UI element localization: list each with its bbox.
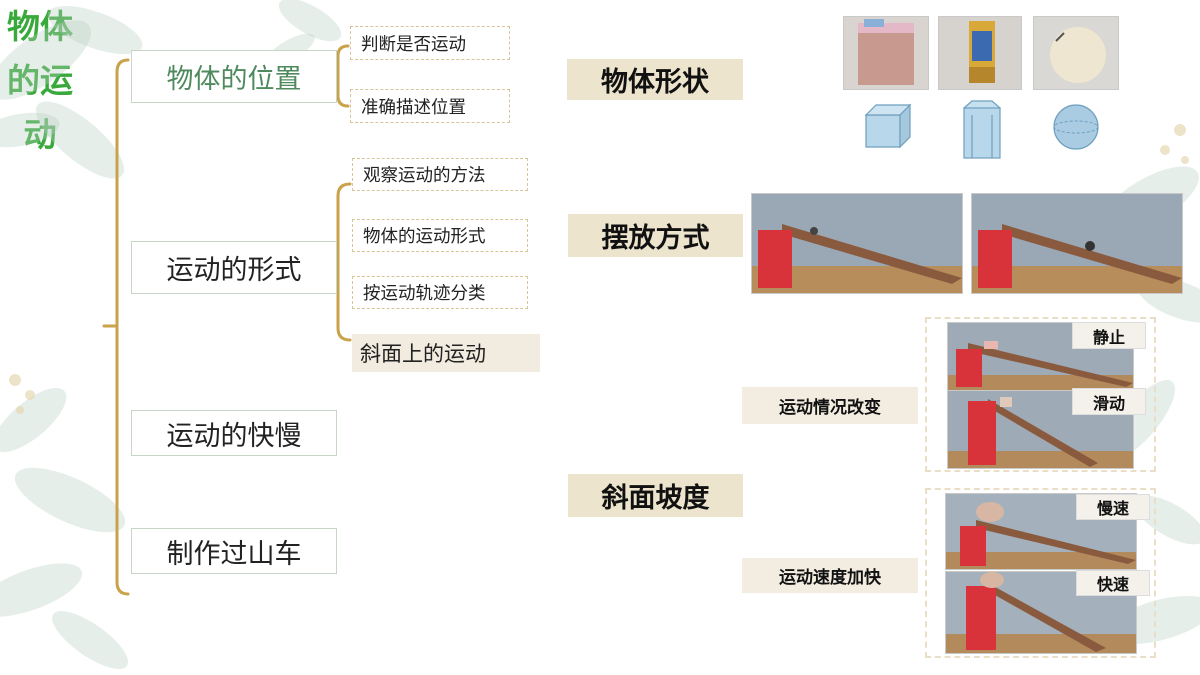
cube-icon <box>862 101 914 151</box>
photo-placement-rolling <box>971 193 1183 294</box>
hexagonal-prism-icon <box>960 98 1004 162</box>
tag-still: 静止 <box>1072 322 1146 349</box>
photo-box-object <box>843 16 929 90</box>
photo-placement-upright <box>751 193 963 294</box>
leaf-observe-method: 观察运动的方法 <box>352 158 528 191</box>
tag-fast: 快速 <box>1076 570 1150 596</box>
label-speed-up: 运动速度加快 <box>742 558 918 593</box>
tag-slide: 滑动 <box>1072 388 1146 415</box>
leaf-incline-motion: 斜面上的运动 <box>352 334 540 372</box>
tag-slow: 慢速 <box>1076 494 1150 520</box>
branch-motion-form: 运动的形式 <box>131 241 337 294</box>
sphere-icon <box>1051 103 1101 151</box>
label-object-shape: 物体形状 <box>567 59 743 100</box>
branch-position: 物体的位置 <box>131 50 337 103</box>
label-motion-change: 运动情况改变 <box>742 387 918 424</box>
label-placement: 摆放方式 <box>568 214 743 257</box>
branch-motion-speed: 运动的快慢 <box>131 410 337 456</box>
label-slope: 斜面坡度 <box>568 474 743 517</box>
leaf-judge-motion: 判断是否运动 <box>350 26 510 60</box>
branch-roller-coaster: 制作过山车 <box>131 528 337 574</box>
photo-cylinder-object <box>938 16 1022 90</box>
leaf-describe-position: 准确描述位置 <box>350 89 510 123</box>
photo-ball-object <box>1033 16 1119 90</box>
leaf-motion-forms: 物体的运动形式 <box>352 219 528 252</box>
leaf-trajectory-classify: 按运动轨迹分类 <box>352 276 528 309</box>
